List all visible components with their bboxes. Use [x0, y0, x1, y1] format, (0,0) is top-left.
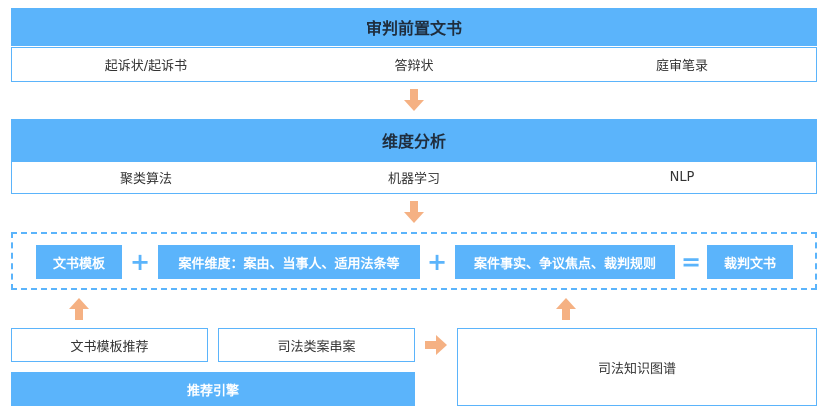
- recommendation-engine-box: 推荐引擎: [11, 372, 415, 406]
- equals-sign: =: [680, 248, 702, 276]
- case-dimensions-box: 案件维度：案由、当事人、适用法条等: [158, 245, 420, 279]
- knowledge-graph-box: 司法知识图谱: [457, 328, 817, 406]
- section-title-pretrial-documents: 审判前置文书: [11, 8, 817, 46]
- arrow-right-icon: [425, 335, 447, 355]
- item-clustering-algorithm: 聚类算法: [119, 172, 172, 187]
- template-recommendation-box: 文书模板推荐: [11, 328, 208, 362]
- plus-sign: +: [426, 248, 448, 276]
- item-defense-statement: 答辩状: [394, 59, 434, 74]
- pretrial-documents-row: 起诉状/起诉书 答辩状 庭审笔录: [11, 47, 817, 82]
- formula-container: [11, 232, 817, 290]
- arrow-down-icon: [404, 201, 424, 223]
- arrow-up-icon: [69, 298, 89, 320]
- template-box: 文书模板: [36, 245, 122, 279]
- similar-cases-box: 司法类案串案: [218, 328, 415, 362]
- dimension-analysis-row: 聚类算法 机器学习 NLP: [11, 161, 817, 194]
- judgment-document-box: 裁判文书: [707, 245, 793, 279]
- case-facts-box: 案件事实、争议焦点、裁判规则: [455, 245, 675, 279]
- arrow-down-icon: [404, 89, 424, 111]
- item-court-transcript: 庭审笔录: [655, 59, 708, 74]
- item-nlp: NLP: [669, 170, 695, 185]
- plus-sign: +: [129, 248, 151, 276]
- arrow-up-icon: [556, 298, 576, 320]
- item-machine-learning: 机器学习: [387, 172, 440, 187]
- section-title-dimension-analysis: 维度分析: [11, 119, 817, 161]
- item-complaint: 起诉状/起诉书: [104, 59, 188, 74]
